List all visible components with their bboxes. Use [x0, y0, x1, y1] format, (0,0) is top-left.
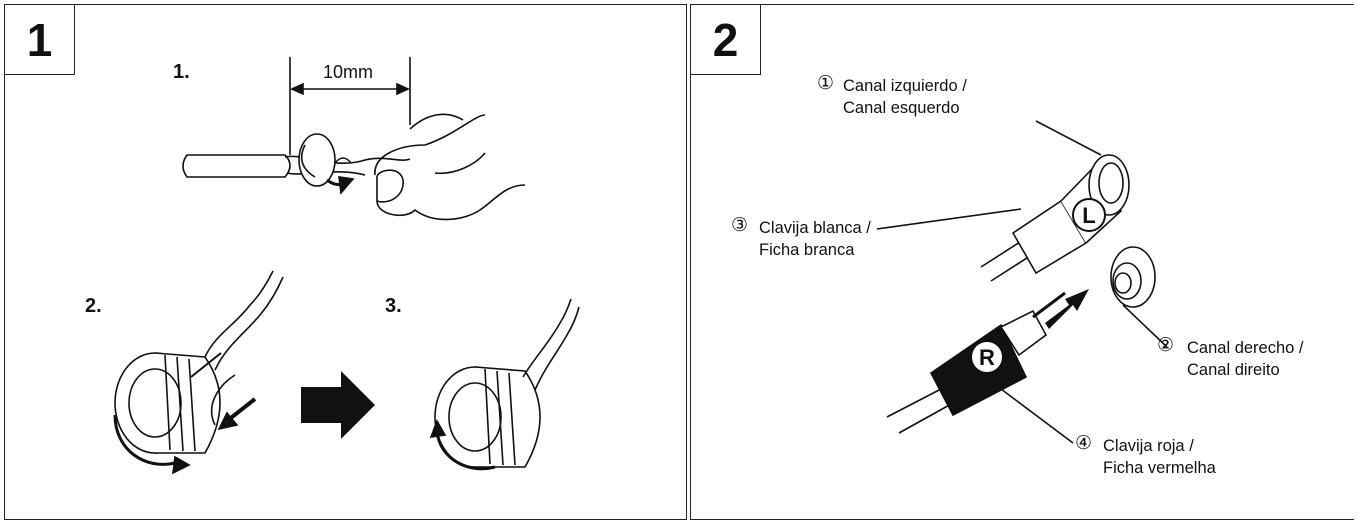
terminal-step2: [113, 270, 284, 475]
callout-4-number: ④: [1075, 433, 1093, 454]
plug-letter-L: L: [1082, 203, 1095, 228]
step-2-label: 2.: [85, 295, 102, 317]
rca-illustrations: L R: [876, 120, 1168, 444]
white-plug-L: [980, 154, 1130, 282]
plug-letter-R: R: [979, 345, 995, 370]
panel-number: 1: [5, 5, 75, 75]
panel-number: 2: [691, 5, 761, 75]
callout-3-label: Clavija blanca / Ficha branca: [759, 219, 871, 259]
insert-arrow: [1045, 289, 1089, 329]
callout-4-label: Clavija roja / Ficha vermelha: [1103, 437, 1216, 477]
wire-illustrations: [113, 57, 580, 475]
panel-2: 2 ① Canal izquierdo / Canal esquerdo ③ C…: [690, 4, 1354, 520]
right-socket: [1110, 246, 1156, 308]
next-step-arrow: [301, 371, 375, 439]
callout-2-label: Canal derecho / Canal direito: [1187, 339, 1304, 379]
step-1-label: 1.: [173, 61, 190, 83]
callout-3-number: ③: [731, 215, 749, 236]
step-3-label: 3.: [385, 295, 402, 317]
hand: [374, 113, 526, 221]
measure-dimension: [289, 57, 411, 155]
callout-1-number: ①: [817, 73, 835, 94]
callout-1-label: Canal izquierdo / Canal esquerdo: [843, 77, 967, 117]
panel-1: 1 1. 2. 3. 10mm: [4, 4, 687, 520]
measure-label: 10mm: [323, 62, 374, 82]
terminal-step3: [429, 298, 580, 471]
